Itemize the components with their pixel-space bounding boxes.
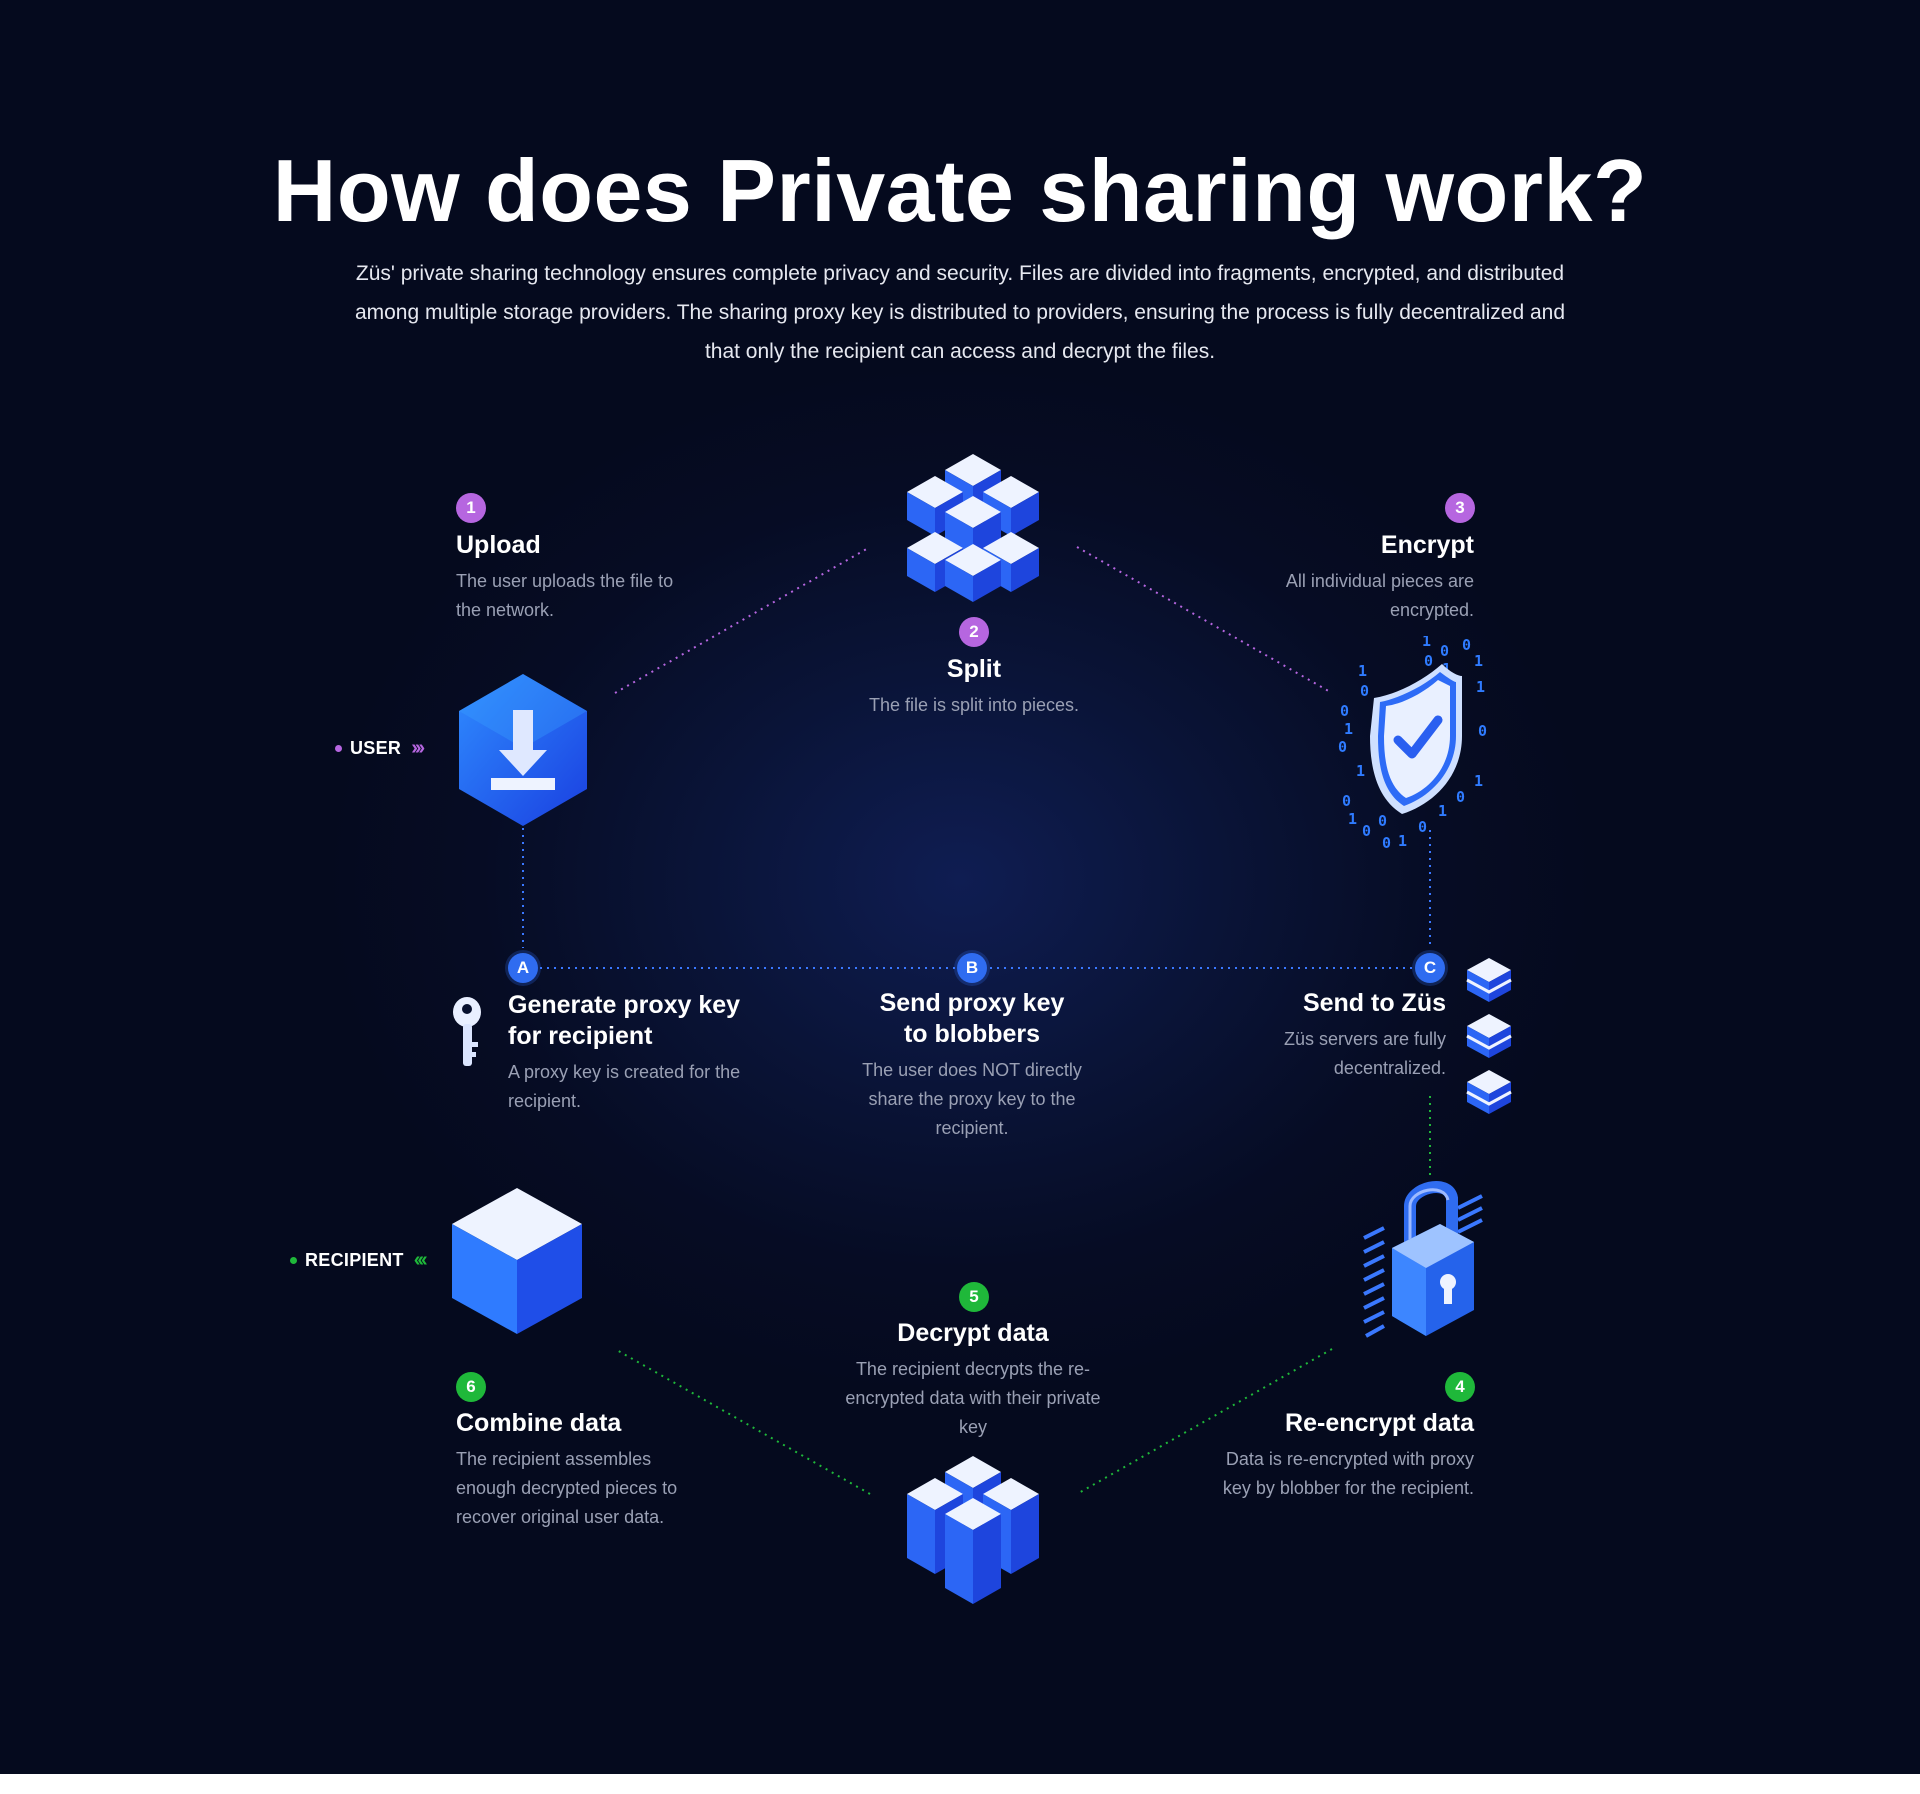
badge-step-5: 5 — [959, 1282, 989, 1312]
cube-cluster-stack-icon — [907, 1456, 1039, 1604]
badge-step-2: 2 — [959, 617, 989, 647]
svg-text:1: 1 — [1438, 802, 1447, 820]
svg-text:0: 0 — [1362, 822, 1371, 840]
svg-text:0: 0 — [1456, 788, 1465, 806]
user-label: USER — [350, 738, 402, 758]
step-upload: Upload The user uploads the file to the … — [456, 530, 716, 625]
badge-step-6: 6 — [456, 1372, 486, 1402]
svg-text:1: 1 — [1474, 772, 1483, 790]
recipient-dot — [290, 1257, 297, 1264]
svg-text:1: 1 — [1474, 652, 1483, 670]
step-title: Split — [946, 655, 1002, 683]
svg-text:0: 0 — [1342, 792, 1351, 810]
svg-text:0: 0 — [1340, 702, 1349, 720]
svg-text:0: 0 — [1440, 642, 1449, 660]
badge-step-4: 4 — [1445, 1372, 1475, 1402]
step-proxy-key: Generate proxy key for recipient A proxy… — [508, 990, 778, 1116]
recipient-arrows-icon: ‹‹‹ — [413, 1249, 428, 1271]
shield-check-icon: 010 101 010 010 100 011 101 010 — [1338, 636, 1487, 852]
step-decrypt: Decrypt data The recipient decrypts the … — [830, 1318, 1116, 1442]
step-encrypt: Encrypt All individual pieces are encryp… — [1220, 530, 1474, 625]
step-title: Upload — [456, 531, 541, 559]
svg-text:1: 1 — [1422, 636, 1431, 650]
step-title: Send to Züs — [1302, 989, 1446, 1017]
step-title: Generate proxy key for recipient — [508, 991, 741, 1050]
svg-text:0: 0 — [1338, 738, 1347, 756]
badge-step-3: 3 — [1445, 493, 1475, 523]
svg-text:1: 1 — [1398, 832, 1407, 850]
step-combine: Combine data The recipient assembles eno… — [456, 1408, 726, 1532]
step-desc: A proxy key is created for the recipient… — [508, 1062, 741, 1111]
user-tag: USER ››› — [335, 737, 425, 760]
step-title: Send proxy key to blobbers — [879, 989, 1065, 1048]
padlock-icon — [1363, 1181, 1483, 1338]
step-send-key: Send proxy key to blobbers The user does… — [840, 988, 1104, 1143]
recipient-tag: RECIPIENT ‹‹‹ — [290, 1249, 428, 1272]
step-title: Re-encrypt data — [1285, 1409, 1474, 1437]
recipient-label: RECIPIENT — [305, 1250, 404, 1270]
step-desc: The user uploads the file to the network… — [456, 571, 674, 620]
user-dot — [335, 745, 342, 752]
svg-text:1: 1 — [1348, 810, 1357, 828]
user-arrows-icon: ››› — [411, 737, 425, 759]
cube-icon — [452, 1188, 582, 1334]
cube-cluster-icon — [907, 454, 1039, 602]
svg-text:0: 0 — [1424, 652, 1433, 670]
badge-step-a: A — [508, 953, 538, 983]
step-desc: The user does NOT directly share the pro… — [862, 1060, 1082, 1138]
step-title: Encrypt — [1380, 531, 1474, 559]
badge-step-c: C — [1415, 953, 1445, 983]
page-subtitle: Züs' private sharing technology ensures … — [354, 262, 1566, 363]
svg-text:0: 0 — [1382, 834, 1391, 852]
svg-text:1: 1 — [1344, 720, 1353, 738]
step-desc: The recipient decrypts the re-encrypted … — [845, 1359, 1101, 1437]
svg-text:0: 0 — [1418, 818, 1427, 836]
svg-text:0: 0 — [1462, 636, 1471, 654]
bottom-strip — [0, 1774, 1920, 1794]
badge-step-b: B — [957, 953, 987, 983]
step-title: Combine data — [456, 1409, 622, 1437]
step-desc: All individual pieces are encrypted. — [1285, 571, 1474, 620]
step-desc: Data is re-encrypted with proxy key by b… — [1222, 1449, 1474, 1498]
step-send-zus: Send to Züs Züs servers are fully decent… — [1220, 988, 1446, 1083]
svg-text:1: 1 — [1358, 662, 1367, 680]
svg-text:1: 1 — [1356, 762, 1365, 780]
download-hexagon-icon — [459, 674, 587, 826]
step-desc: The file is split into pieces. — [868, 695, 1080, 715]
badge-step-1: 1 — [456, 493, 486, 523]
step-reencrypt: Re-encrypt data Data is re-encrypted wit… — [1195, 1408, 1474, 1503]
key-icon — [453, 997, 481, 1066]
step-title: Decrypt data — [897, 1319, 1049, 1347]
step-desc: Züs servers are fully decentralized. — [1283, 1029, 1446, 1078]
svg-text:0: 0 — [1478, 722, 1487, 740]
svg-text:0: 0 — [1360, 682, 1369, 700]
step-desc: The recipient assembles enough decrypted… — [456, 1449, 678, 1527]
svg-text:0: 0 — [1378, 812, 1387, 830]
server-stack-icon — [1466, 958, 1512, 1114]
page-title: How does Private sharing work? — [272, 141, 1648, 240]
svg-text:1: 1 — [1476, 678, 1485, 696]
step-split: Split The file is split into pieces. — [810, 654, 1138, 720]
